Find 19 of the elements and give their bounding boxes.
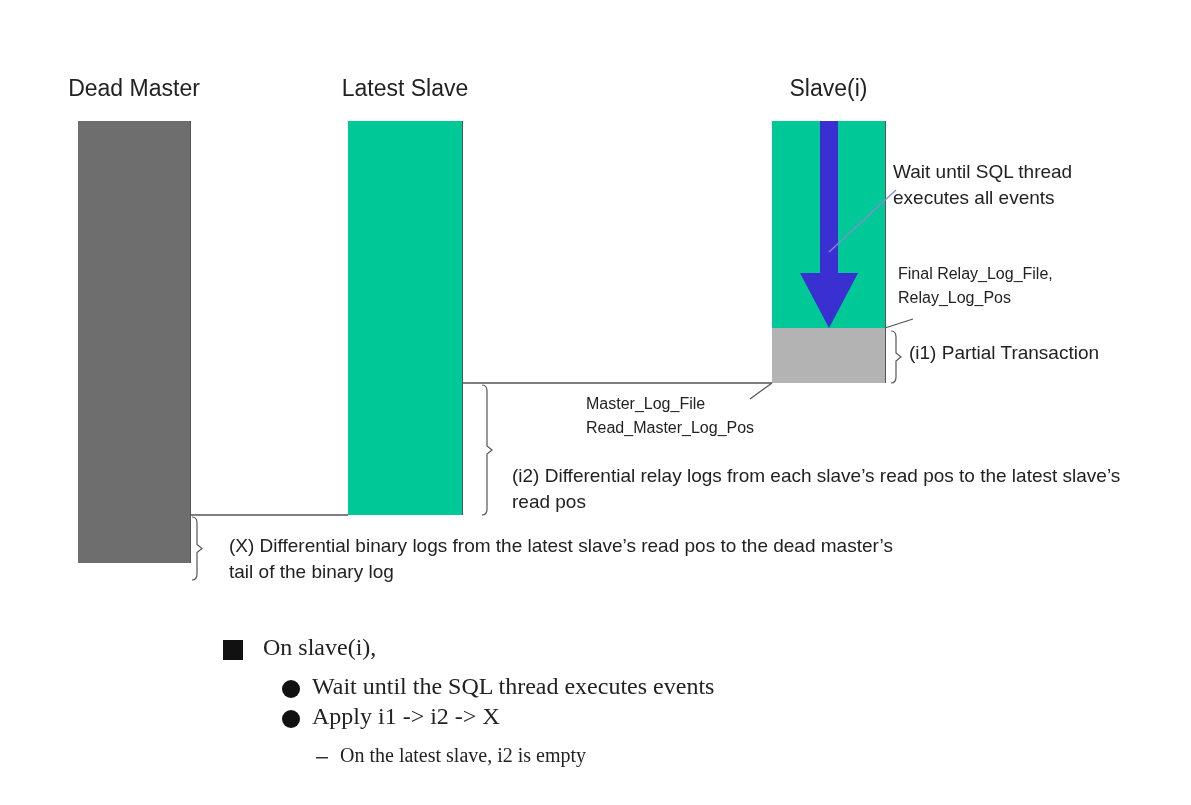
list-item: On slave(i), <box>263 633 377 661</box>
brace-label: (i1) Partial Transaction <box>909 341 1100 365</box>
annotation-text: Wait until SQL thread executes all events <box>893 159 1153 213</box>
leader-line <box>884 318 914 329</box>
partial-transaction-segment <box>772 328 885 383</box>
annotation-text: Final Relay_Log_File, Relay_Log_Pos <box>898 262 1138 314</box>
brace-label: (X) Differential binary logs from the latest slave’s read pos to the dead master’s tail of the binary log <box>229 534 894 584</box>
column-heading: Slave(i) <box>789 75 868 102</box>
list-item: Wait until the SQL thread executes events <box>312 672 715 700</box>
brace-label: (i2) Differential relay logs from each slave’s read pos to the latest slave’s read pos <box>512 464 1122 514</box>
leader-line <box>749 382 773 400</box>
list-item: On the latest slave, i2 is empty <box>340 743 587 767</box>
column-heading: Dead Master <box>68 75 200 102</box>
annotation-text: Master_Log_File Read_Master_Log_Pos <box>586 392 846 444</box>
list-item: Apply i1 -> i2 -> X <box>312 702 500 730</box>
column-heading: Latest Slave <box>341 75 469 102</box>
level-line <box>461 382 773 384</box>
down-arrow <box>800 121 858 328</box>
level-line <box>189 514 349 516</box>
